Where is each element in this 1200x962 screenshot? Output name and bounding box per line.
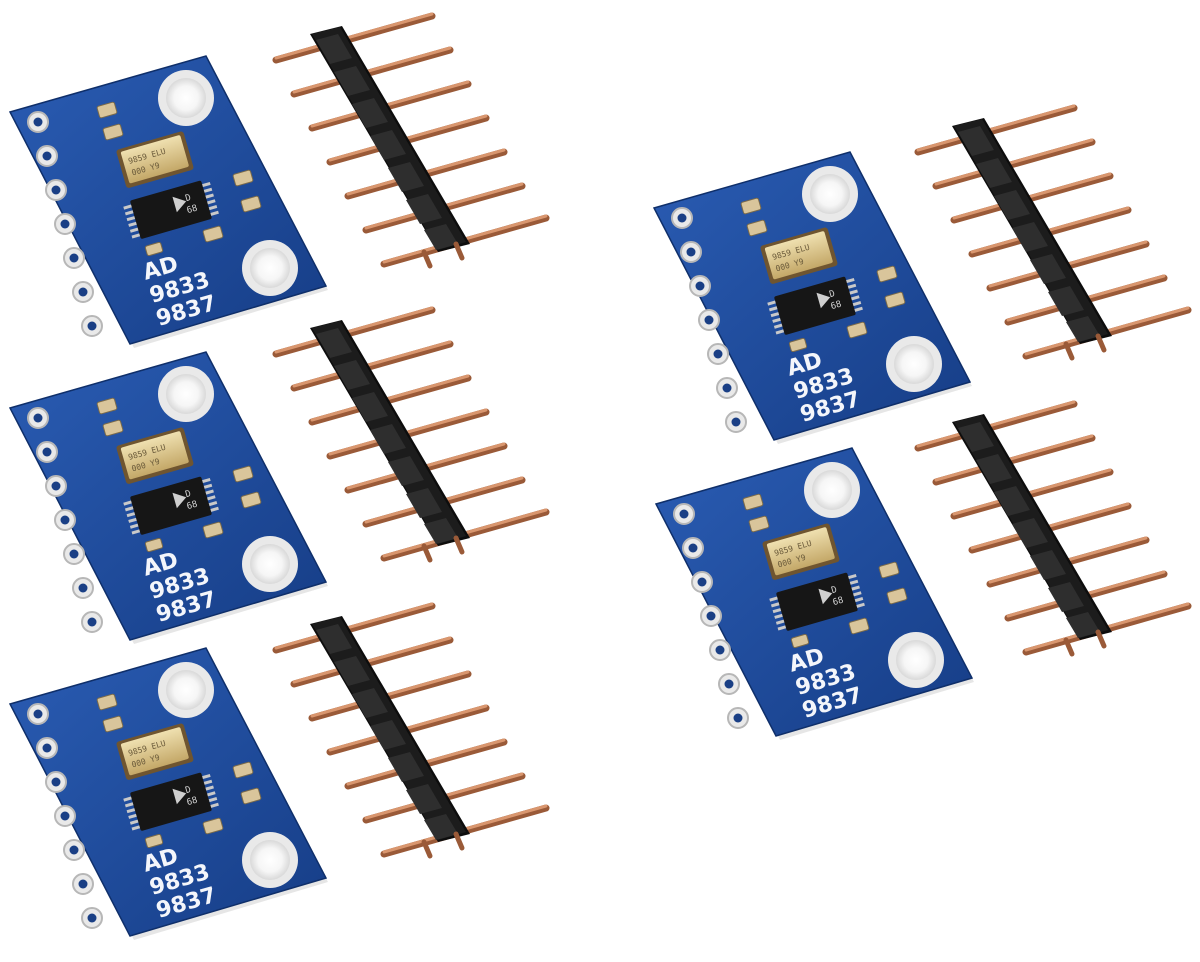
pin-header-2 (276, 308, 546, 560)
module-board-4 (653, 151, 973, 445)
module-board-3 (9, 647, 329, 941)
pin-header-4 (918, 106, 1188, 358)
module-board-2 (9, 351, 329, 645)
module-board-1 (9, 55, 329, 349)
pin-header-1 (276, 14, 546, 266)
pin-header-3 (276, 604, 546, 856)
pin-header-5 (918, 402, 1188, 654)
module-board-5 (655, 447, 975, 741)
